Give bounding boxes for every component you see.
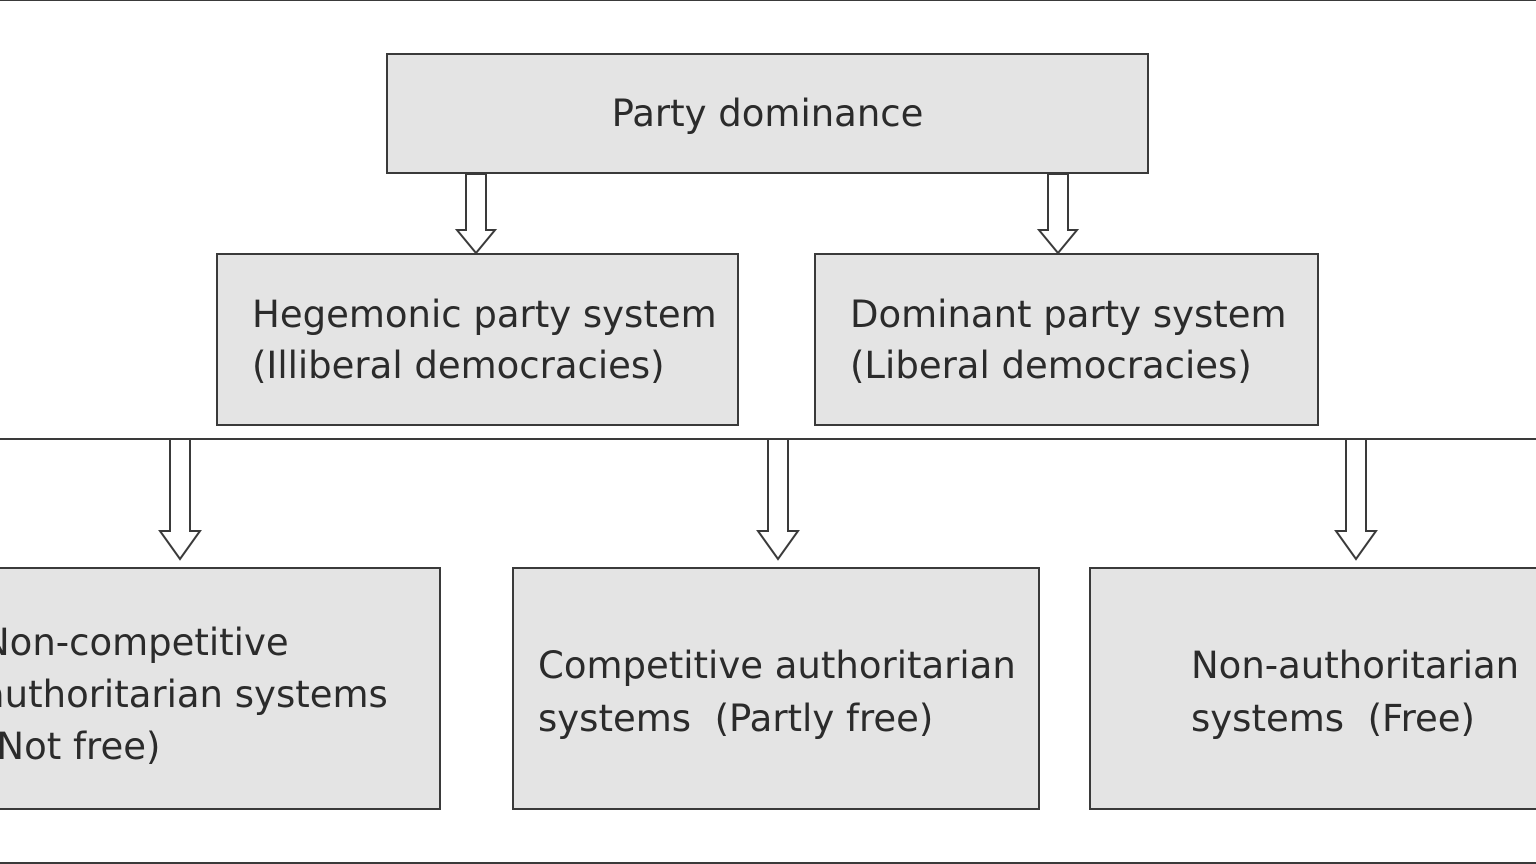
node-text-line: (Liberal democracies) bbox=[850, 344, 1252, 387]
node-text-line: authoritarian systems bbox=[0, 673, 388, 716]
bottom-border-line bbox=[0, 862, 1536, 864]
node-dominant-party-system: Dominant party system (Liberal democraci… bbox=[814, 253, 1319, 426]
node-non-competitive-authoritarian: Non-competitive authoritarian systems (N… bbox=[0, 567, 441, 810]
node-text-line: (Illiberal democracies) bbox=[252, 344, 665, 387]
node-text-line: systems (Free) bbox=[1191, 697, 1475, 740]
node-text-line: systems (Partly free) bbox=[538, 697, 934, 740]
node-text-line: Dominant party system bbox=[850, 293, 1287, 336]
node-text-line: Non-authoritarian bbox=[1191, 644, 1520, 687]
arrow-down-icon bbox=[158, 438, 202, 561]
arrow-down-icon bbox=[1334, 438, 1378, 561]
top-border-line bbox=[0, 0, 1536, 1]
node-hegemonic-party-system: Hegemonic party system (Illiberal democr… bbox=[216, 253, 739, 426]
node-text-line: Competitive authoritarian bbox=[538, 644, 1016, 687]
node-competitive-authoritarian: Competitive authoritarian systems (Partl… bbox=[512, 567, 1040, 810]
arrow-down-icon bbox=[756, 438, 800, 561]
arrow-down-icon bbox=[1036, 173, 1080, 255]
arrow-down-icon bbox=[454, 173, 498, 255]
node-text-line: (Not free) bbox=[0, 725, 161, 768]
node-non-authoritarian: Non-authoritarian systems (Free) bbox=[1089, 567, 1536, 810]
node-text-line: Non-competitive bbox=[0, 621, 289, 664]
node-text-line: Hegemonic party system bbox=[252, 293, 717, 336]
node-party-dominance: Party dominance bbox=[386, 53, 1149, 174]
node-party-dominance-label: Party dominance bbox=[611, 92, 924, 135]
